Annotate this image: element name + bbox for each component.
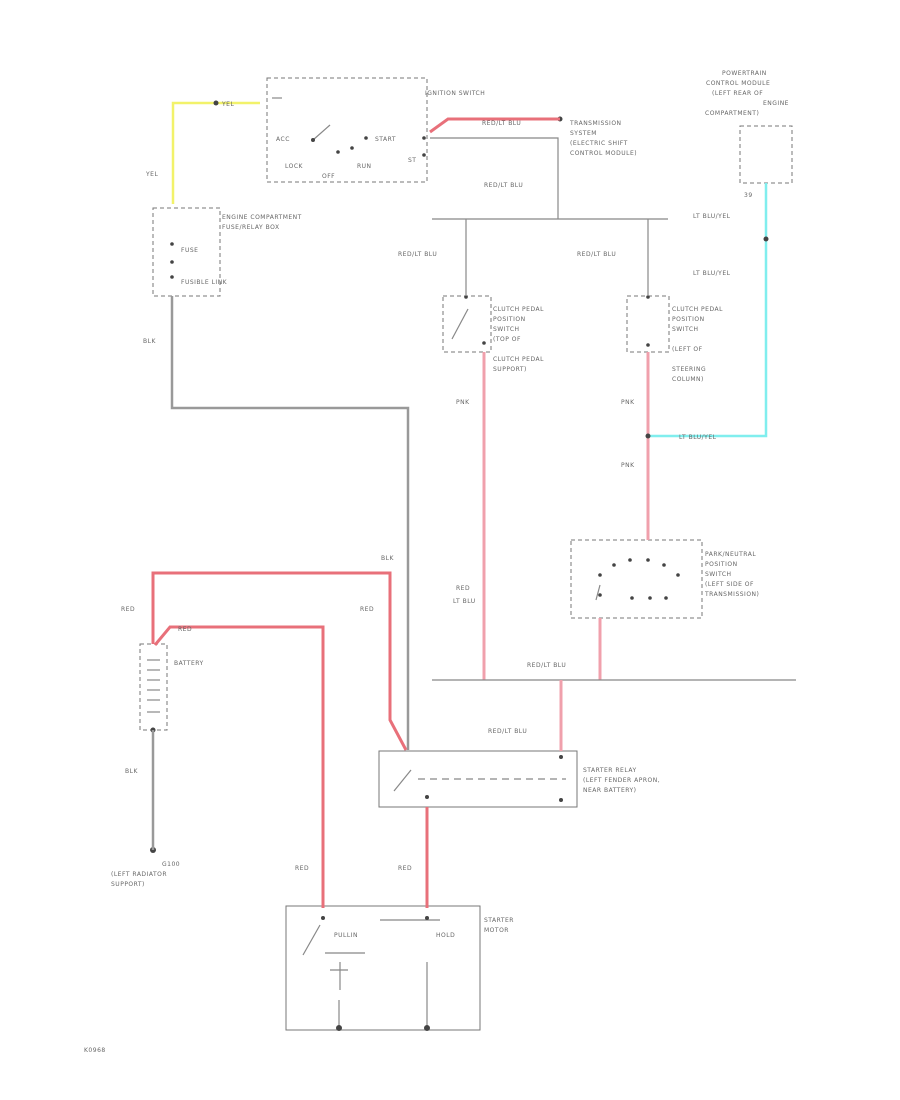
wire-label-yel-1: YEL xyxy=(221,101,234,108)
trans-label-2: SYSTEM xyxy=(570,130,597,137)
fusible-link-label: FUSIBLE LINK xyxy=(181,279,228,286)
wire-label-blk-3: BLK xyxy=(125,768,138,775)
relay-label-2: (LEFT FENDER APRON, xyxy=(583,777,660,784)
clutch-top-label-1: CLUTCH PEDAL xyxy=(493,306,544,313)
clutch-top-label-6: SUPPORT) xyxy=(493,366,527,373)
clutch-top-label-3: SWITCH xyxy=(493,326,520,333)
wire-label-rlb-4: RED/LT BLU xyxy=(577,251,616,258)
figure-id: K0968 xyxy=(84,1047,106,1054)
clutch-bot-label-3: SWITCH xyxy=(672,326,699,333)
clutch-bot-label-1: CLUTCH PEDAL xyxy=(672,306,723,313)
wire-label-red-4: RED xyxy=(295,865,309,872)
clutch-bot-label-6: COLUMN) xyxy=(672,376,704,383)
clutch-top-label-4: (TOP OF xyxy=(493,336,521,343)
wire-label-yel-2: YEL xyxy=(145,171,158,178)
starter-motor: PULLIN HOLD STARTER MOTOR xyxy=(285,905,514,1031)
wire-label-rlb-3: RED/LT BLU xyxy=(398,251,437,258)
pcm-label-4: ENGINE xyxy=(763,100,789,107)
ground-label-3: SUPPORT) xyxy=(111,881,145,888)
clutch-bot-label-2: POSITION xyxy=(672,316,705,323)
wire-label-rlb-2: RED/LT BLU xyxy=(484,182,523,189)
ignition-switch: IGNITION SWITCH START ACC LOCK OFF RUN S… xyxy=(266,77,485,183)
wire-label-ltblu: LT BLU xyxy=(453,598,476,605)
wire-label-red-5: RED xyxy=(398,865,412,872)
ignition-switch-label-1: IGNITION SWITCH xyxy=(425,90,485,97)
wire-label-blk-2: BLK xyxy=(381,555,394,562)
switch-pos-off: OFF xyxy=(322,173,335,180)
pcm-label-2: CONTROL MODULE xyxy=(706,80,770,87)
motor-label-2: MOTOR xyxy=(484,927,509,934)
wire-label-red-1: RED xyxy=(121,606,135,613)
wire-label-lby-2: LT BLU/YEL xyxy=(693,270,731,277)
powertrain-control-module: POWERTRAIN CONTROL MODULE (LEFT REAR OF … xyxy=(705,70,793,199)
clutch-pedal-switch-top: CLUTCH PEDAL POSITION SWITCH (TOP OF CLU… xyxy=(442,295,544,373)
trans-label-4: CONTROL MODULE) xyxy=(570,150,637,157)
wire-label-red-2: RED xyxy=(178,626,192,633)
pcm-label-1: POWERTRAIN xyxy=(722,70,767,77)
wire-label-rlb-5: RED/LT BLU xyxy=(527,662,566,669)
motor-label-1: STARTER xyxy=(484,917,514,924)
ground-label-2: (LEFT RADIATOR xyxy=(111,871,167,878)
park-neutral-switch: PARK/NEUTRAL POSITION SWITCH (LEFT SIDE … xyxy=(570,539,759,619)
wire-label-red-3: RED xyxy=(360,606,374,613)
fuse-label: FUSE xyxy=(181,247,198,254)
switch-pos-lock: LOCK xyxy=(285,163,304,170)
wiring xyxy=(151,100,796,908)
trans-label-1: TRANSMISSION xyxy=(569,120,622,127)
battery-label: BATTERY xyxy=(174,660,204,667)
switch-pin-st: ST xyxy=(408,157,416,164)
relay-label-3: NEAR BATTERY) xyxy=(583,787,637,794)
clutch-pedal-switch-bottom: CLUTCH PEDAL POSITION SWITCH (LEFT OF ST… xyxy=(626,295,723,383)
switch-pos-run: RUN xyxy=(357,163,372,170)
clutch-bot-label-4: (LEFT OF xyxy=(672,346,703,353)
wire-label-red-lt: RED xyxy=(456,585,470,592)
pn-label-3: SWITCH xyxy=(705,571,732,578)
switch-pos-start: START xyxy=(375,136,396,143)
pn-label-5: TRANSMISSION) xyxy=(704,591,759,598)
starter-relay: STARTER RELAY (LEFT FENDER APRON, NEAR B… xyxy=(378,750,660,808)
pcm-label-3: (LEFT REAR OF xyxy=(712,90,763,97)
battery: BATTERY xyxy=(139,643,204,733)
wire-label-blk-1: BLK xyxy=(143,338,156,345)
wire-label-rlb-6: RED/LT BLU xyxy=(488,728,527,735)
ground-label-1: G100 xyxy=(162,861,180,868)
ground-g100: G100 (LEFT RADIATOR SUPPORT) xyxy=(111,847,180,888)
trans-label-3: (ELECTRIC SHIFT xyxy=(570,140,628,147)
wire-label-pnk-3: PNK xyxy=(621,462,635,469)
pullin-label: PULLIN xyxy=(334,932,358,939)
hold-label: HOLD xyxy=(436,932,455,939)
engine-compartment-fuse-box: ENGINE COMPARTMENT FUSE/RELAY BOX FUSE F… xyxy=(152,207,302,297)
wire-label-lby-1: LT BLU/YEL xyxy=(693,213,731,220)
pcm-label-5: COMPARTMENT) xyxy=(705,110,759,117)
relay-label-1: STARTER RELAY xyxy=(583,767,637,774)
wire-label-pnk-1: PNK xyxy=(456,399,470,406)
fuse-box-label-2: FUSE/RELAY BOX xyxy=(222,224,280,231)
wire-label-lby-3: LT BLU/YEL xyxy=(679,434,717,441)
transmission-system-ref: TRANSMISSION SYSTEM (ELECTRIC SHIFT CONT… xyxy=(557,116,637,157)
switch-pos-acc: ACC xyxy=(276,136,290,143)
pn-label-1: PARK/NEUTRAL xyxy=(705,551,756,558)
wire-label-rlb-1: RED/LT BLU xyxy=(482,120,521,127)
pcm-pin: 39 xyxy=(744,192,753,199)
clutch-top-label-2: POSITION xyxy=(493,316,526,323)
pn-label-4: (LEFT SIDE OF xyxy=(705,581,754,588)
clutch-bot-label-5: STEERING xyxy=(672,366,706,373)
pn-label-2: POSITION xyxy=(705,561,738,568)
clutch-top-label-5: CLUTCH PEDAL xyxy=(493,356,544,363)
wire-label-pnk-2: PNK xyxy=(621,399,635,406)
wire-labels: YEL YEL BLK BLK BLK RED/LT BLU RED/LT BL… xyxy=(84,101,731,1054)
fuse-box-label-1: ENGINE COMPARTMENT xyxy=(222,214,302,221)
